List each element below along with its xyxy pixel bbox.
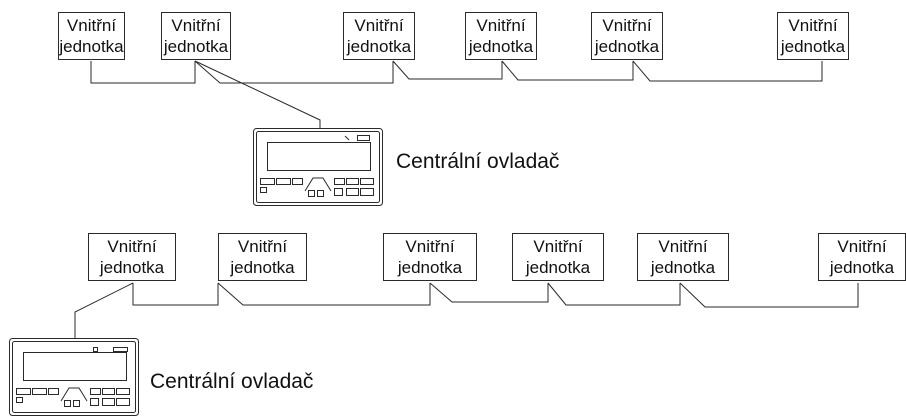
bottom-bus-line [217,282,431,306]
unit-label-line1: Vnitřní [658,237,708,256]
unit-label-line2: jednotka [346,37,412,56]
unit-label-line1: Vnitřní [533,237,583,256]
unit-label-line2: jednotka [230,258,295,277]
unit-label-line2: jednotka [99,258,165,277]
top-bus-line [632,60,823,82]
bottom-indoor-unit-3: Vnitřní jednotka [383,233,477,281]
unit-label-line1: Vnitřní [66,16,117,35]
top-central-controller-icon [253,128,383,206]
bottom-central-controller-icon [9,338,139,416]
unit-label-line2: jednotka [59,37,124,56]
top-bus-line [194,60,394,84]
bottom-indoor-unit-5: Vnitřní jednotka [637,233,729,281]
bottom-bus-line [679,282,859,308]
unit-label-line2: jednotka [650,258,716,277]
bottom-controller-label: Centrální ovladač [150,370,314,393]
top-controller-label: Centrální ovladač [396,150,560,173]
top-bus-line [392,60,503,80]
unit-label-line1: Vnitřní [788,16,838,35]
top-indoor-unit-3: Vnitřní jednotka [343,12,415,60]
unit-label-line1: Vnitřní [171,16,221,35]
unit-label-line1: Vnitřní [476,16,526,35]
top-indoor-unit-2: Vnitřní jednotka [161,12,231,60]
unit-label-line2: jednotka [525,258,591,277]
top-indoor-unit-6: Vnitřní jednotka [777,12,849,60]
bottom-indoor-unit-2: Vnitřní jednotka [218,233,307,281]
bottom-indoor-unit-1: Vnitřní jednotka [88,233,176,281]
unit-label-line1: Vnitřní [837,237,887,256]
top-indoor-unit-5: Vnitřní jednotka [591,12,663,60]
top-indoor-unit-4: Vnitřní jednotka [465,12,537,60]
bottom-bus-line [132,283,219,306]
bottom-bus-line [429,282,549,303]
top-controller-wire [194,60,321,128]
unit-label-line1: Vnitřní [602,16,652,35]
unit-label-line1: Vnitřní [237,237,288,256]
unit-label-line2: jednotka [163,37,229,56]
unit-label-line2: jednotka [829,258,895,277]
top-bus-line [501,60,634,81]
unit-label-line1: Vnitřní [405,237,455,256]
bottom-controller-wire [74,282,134,338]
bottom-indoor-unit-6: Vnitřní jednotka [818,233,906,281]
bottom-indoor-unit-4: Vnitřní jednotka [512,233,604,281]
unit-label-line1: Vnitřní [354,16,404,35]
unit-label-line2: jednotka [594,37,660,56]
bottom-bus-line [547,282,681,306]
top-indoor-unit-1: Vnitřní jednotka [58,12,125,60]
unit-label-line1: Vnitřní [107,237,157,256]
unit-label-line2: jednotka [397,258,463,277]
unit-label-line2: jednotka [468,37,534,56]
top-bus-line [90,61,196,84]
unit-label-line2: jednotka [780,37,846,56]
